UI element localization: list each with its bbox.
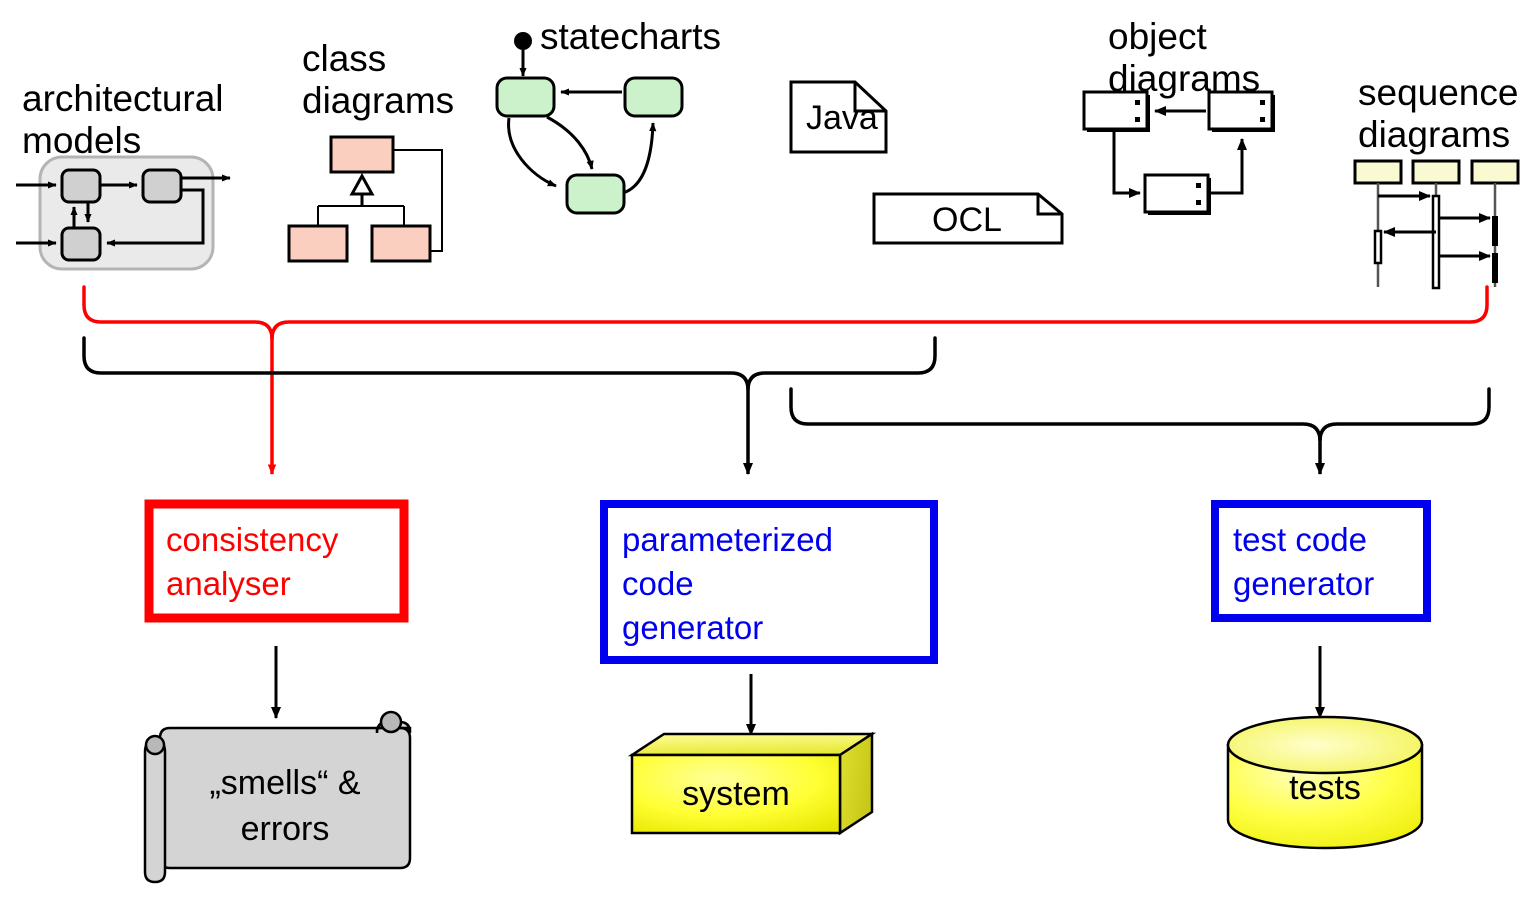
smells-and-errors-label: „smells“ & errors xyxy=(209,764,361,848)
class-diagrams-figure xyxy=(287,135,443,263)
consistency-analyser-label[interactable]: consistency analyser xyxy=(166,521,339,602)
tests-shape xyxy=(1226,715,1424,850)
system-shape xyxy=(627,731,877,836)
test-code-generator-label[interactable]: test code generator xyxy=(1233,521,1375,602)
source-label-ocl: OCL xyxy=(932,201,1002,239)
object-diagrams-figure xyxy=(1082,90,1275,215)
consistency-analyser-box xyxy=(144,499,409,623)
source-label-class-diagrams: class diagrams xyxy=(302,38,455,121)
source-label-architectural-models: architectural models xyxy=(22,78,224,161)
system-label: system xyxy=(682,775,790,813)
sequence-diagrams-figure xyxy=(1353,159,1520,290)
black-brace-left-connector xyxy=(82,336,937,475)
ocl-note-figure xyxy=(872,192,1064,245)
test-code-generator-box xyxy=(1211,500,1431,622)
red-brace-connector xyxy=(82,285,1489,475)
source-label-java: Java xyxy=(806,99,878,137)
tests-label: tests xyxy=(1289,769,1361,807)
smells-and-errors-shape xyxy=(143,710,412,884)
java-note-figure xyxy=(789,80,888,154)
parameterized-code-generator-label[interactable]: parameterized code generator xyxy=(622,521,833,646)
black-brace-right-connector xyxy=(789,387,1491,475)
statecharts-figure xyxy=(495,32,684,215)
parameterized-code-generator-box xyxy=(600,500,938,664)
architectural-models-figure xyxy=(16,155,231,271)
source-label-object-diagrams: object diagrams xyxy=(1108,16,1261,99)
source-label-statecharts: statecharts xyxy=(540,16,721,57)
source-label-sequence-diagrams: sequence diagrams xyxy=(1358,72,1519,155)
